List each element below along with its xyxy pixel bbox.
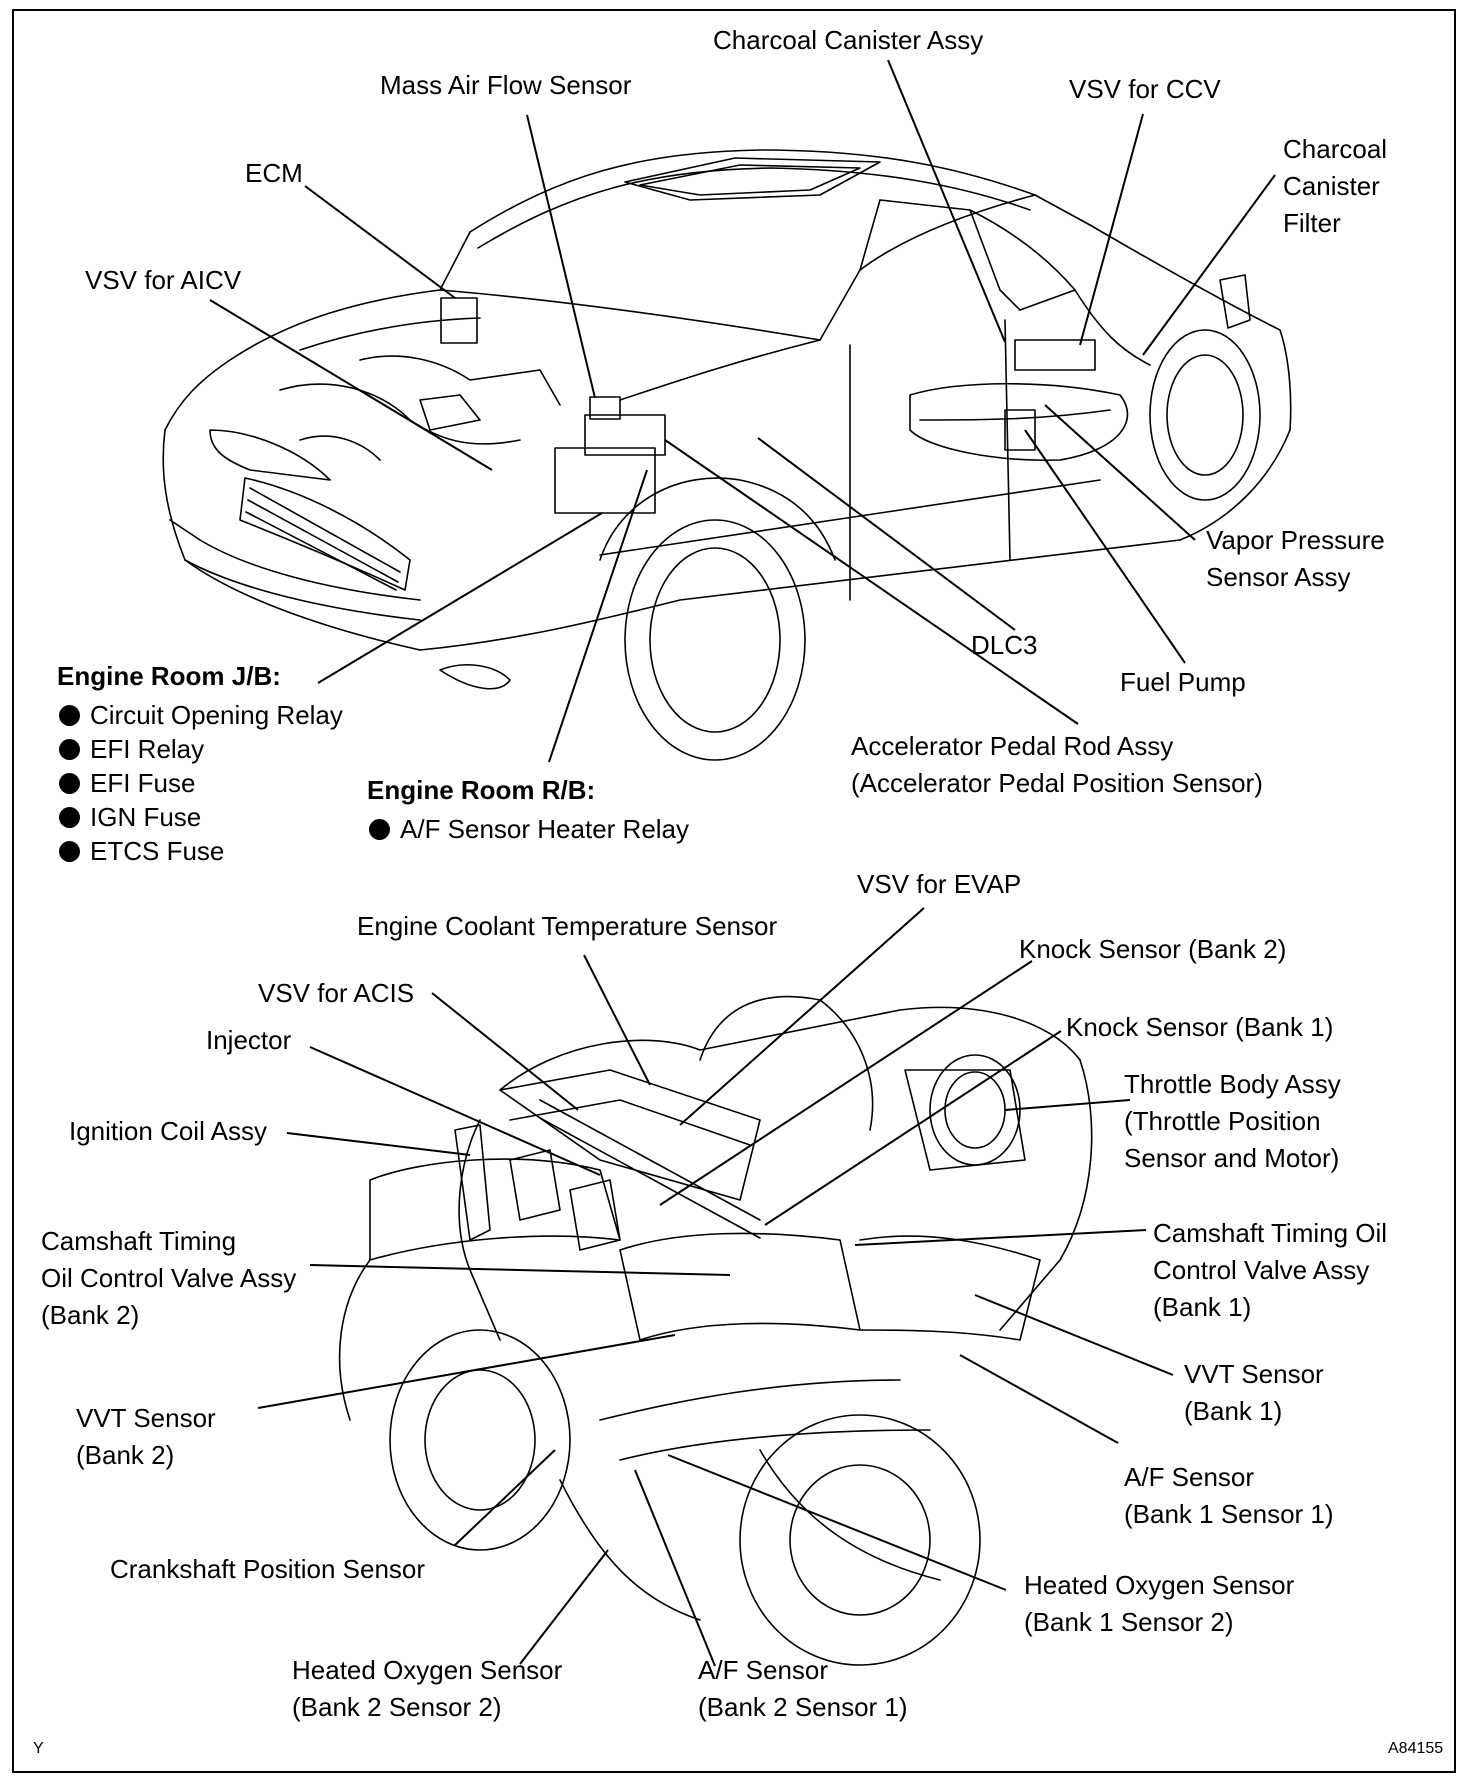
label-engine-coolant-temp: Engine Coolant Temperature Sensor: [357, 911, 778, 941]
label-injector: Injector: [206, 1025, 292, 1055]
label-vvt-bank1: VVT Sensor (Bank 1): [1184, 1359, 1324, 1426]
label-ho2-bank1-s2: Heated Oxygen Sensor (Bank 1 Sensor 2): [1024, 1570, 1295, 1637]
label-crankshaft-position: Crankshaft Position Sensor: [110, 1554, 426, 1584]
bullet-icon: [59, 739, 80, 760]
label-knock-bank1: Knock Sensor (Bank 1): [1066, 1012, 1334, 1042]
label-fuel-pump: Fuel Pump: [1120, 667, 1246, 697]
list-item: ETCS Fuse: [57, 834, 343, 868]
list-item: EFI Relay: [57, 732, 343, 766]
engine-room-rb-title: Engine Room R/B:: [367, 775, 596, 805]
label-vapor-pressure-sensor: Vapor Pressure Sensor Assy: [1206, 525, 1385, 592]
label-vsv-aicv: VSV for AICV: [85, 265, 242, 295]
label-charcoal-canister-filter: Charcoal Canister Filter: [1283, 134, 1388, 238]
label-af-bank2-s1: A/F Sensor (Bank 2 Sensor 1): [698, 1655, 908, 1722]
label-ecm: ECM: [245, 158, 303, 188]
bullet-icon: [59, 705, 80, 726]
label-camshaft-ocv-bank1: Camshaft Timing Oil Control Valve Assy (…: [1153, 1218, 1388, 1322]
fuel-pump-shape: [1004, 409, 1036, 451]
maf-sensor-shape: [589, 396, 621, 420]
label-mass-air-flow-sensor: Mass Air Flow Sensor: [380, 70, 632, 100]
label-vvt-bank2: VVT Sensor (Bank 2): [76, 1403, 216, 1470]
label-ignition-coil: Ignition Coil Assy: [69, 1116, 267, 1146]
corner-mark-left: Y: [33, 1740, 44, 1757]
engine-room-rb-box: [554, 447, 656, 514]
engine-room-jb-box: [584, 414, 666, 456]
engine-outline: [338, 995, 1093, 1666]
label-knock-bank2: Knock Sensor (Bank 2): [1019, 934, 1287, 964]
engine-room-jb-title: Engine Room J/B:: [57, 661, 281, 691]
canister-shape: [1014, 339, 1096, 371]
label-camshaft-ocv-bank2: Camshaft Timing Oil Control Valve Assy (…: [41, 1226, 297, 1330]
diagram-frame: [12, 9, 1456, 1773]
list-item: A/F Sensor Heater Relay: [367, 812, 689, 846]
label-accelerator-pedal: Accelerator Pedal Rod Assy (Accelerator …: [851, 731, 1263, 798]
label-charcoal-canister-assy: Charcoal Canister Assy: [713, 25, 984, 55]
list-item: Circuit Opening Relay: [57, 698, 343, 732]
label-dlc3: DLC3: [971, 630, 1038, 660]
engine-room-rb-list: A/F Sensor Heater Relay: [367, 812, 689, 846]
list-item: IGN Fuse: [57, 800, 343, 834]
label-af-bank1-s1: A/F Sensor (Bank 1 Sensor 1): [1124, 1462, 1334, 1529]
label-vsv-ccv: VSV for CCV: [1069, 74, 1221, 104]
bullet-icon: [369, 819, 390, 840]
label-throttle-body: Throttle Body Assy (Throttle Position Se…: [1124, 1069, 1341, 1173]
label-vsv-acis: VSV for ACIS: [258, 978, 415, 1008]
list-item: EFI Fuse: [57, 766, 343, 800]
bullet-icon: [59, 841, 80, 862]
car-outline: [162, 149, 1292, 761]
engine-room-jb-list: Circuit Opening Relay EFI Relay EFI Fuse…: [57, 698, 343, 868]
bullet-icon: [59, 807, 80, 828]
figure-code: A84155: [1388, 1740, 1444, 1757]
leader-lines: [209, 59, 1276, 1667]
label-ho2-bank2-s2: Heated Oxygen Sensor (Bank 2 Sensor 2): [292, 1655, 563, 1722]
bullet-icon: [59, 773, 80, 794]
ecm-box: [440, 297, 478, 344]
label-vsv-evap: VSV for EVAP: [857, 869, 1022, 899]
